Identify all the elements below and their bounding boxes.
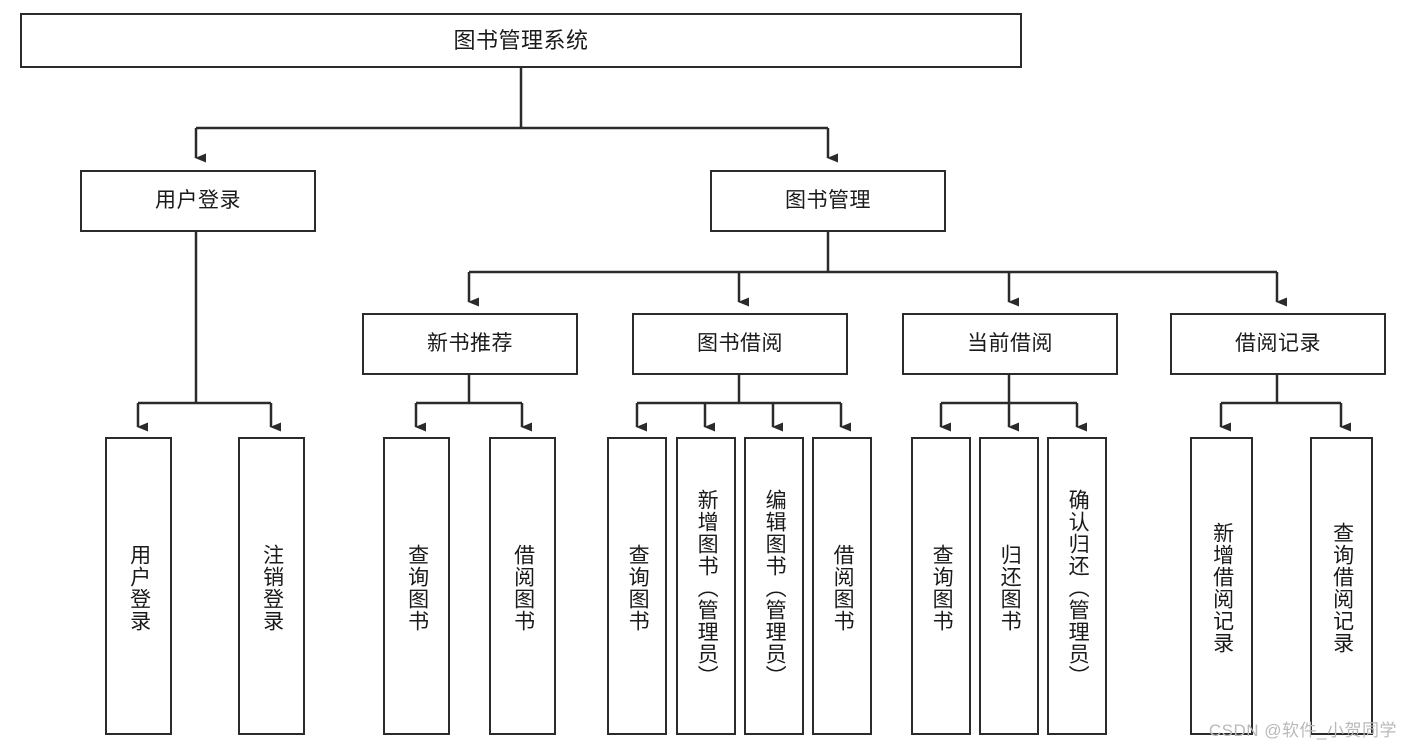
- node-book-borrow[interactable]: 图书借阅: [632, 313, 848, 375]
- csdn-watermark: CSDN @软件_小贺同学: [1208, 721, 1397, 740]
- node-leaf-add-borrow-record[interactable]: 新增借阅记录: [1190, 437, 1253, 735]
- node-leaf-borrow-book-recommend-label: 借阅图书: [511, 544, 535, 632]
- node-leaf-user-login[interactable]: 用户登录: [105, 437, 172, 735]
- node-leaf-return-book-label: 归还图书: [998, 544, 1022, 632]
- node-book-borrow-label: 图书借阅: [697, 331, 783, 355]
- node-leaf-logout[interactable]: 注销登录: [238, 437, 305, 735]
- node-user-login[interactable]: 用户登录: [80, 170, 316, 232]
- node-leaf-borrow-book-recommend[interactable]: 借阅图书: [489, 437, 556, 735]
- node-borrow-record-label: 借阅记录: [1235, 331, 1321, 355]
- node-book-manage-label: 图书管理: [785, 188, 871, 212]
- node-leaf-return-book[interactable]: 归还图书: [979, 437, 1039, 735]
- node-leaf-query-borrow-record[interactable]: 查询借阅记录: [1310, 437, 1373, 735]
- node-leaf-user-login-label: 用户登录: [127, 544, 151, 632]
- node-current-borrow[interactable]: 当前借阅: [902, 313, 1118, 375]
- node-leaf-borrow-book[interactable]: 借阅图书: [812, 437, 872, 735]
- node-leaf-query-book-current-label: 查询图书: [930, 544, 954, 632]
- node-leaf-borrow-book-label: 借阅图书: [831, 544, 855, 632]
- node-leaf-edit-book-admin-label: 编辑图书（管理员）: [763, 489, 787, 687]
- node-leaf-add-book-admin[interactable]: 新增图书（管理员）: [676, 437, 736, 735]
- node-root-system[interactable]: 图书管理系统: [20, 13, 1022, 68]
- node-leaf-add-borrow-record-label: 新增借阅记录: [1210, 522, 1234, 654]
- node-root-system-label: 图书管理系统: [453, 27, 589, 53]
- node-leaf-confirm-return-admin-label: 确认归还（管理员）: [1066, 489, 1090, 687]
- node-new-book-recommend[interactable]: 新书推荐: [362, 313, 578, 375]
- node-leaf-query-book[interactable]: 查询图书: [607, 437, 667, 735]
- node-new-book-recommend-label: 新书推荐: [427, 331, 513, 355]
- node-leaf-query-borrow-record-label: 查询借阅记录: [1330, 522, 1354, 654]
- node-borrow-record[interactable]: 借阅记录: [1170, 313, 1386, 375]
- node-leaf-query-book-recommend[interactable]: 查询图书: [383, 437, 450, 735]
- node-leaf-query-book-recommend-label: 查询图书: [405, 544, 429, 632]
- node-leaf-add-book-admin-label: 新增图书（管理员）: [695, 489, 719, 687]
- node-leaf-edit-book-admin[interactable]: 编辑图书（管理员）: [744, 437, 804, 735]
- node-book-manage[interactable]: 图书管理: [710, 170, 946, 232]
- node-leaf-query-book-current[interactable]: 查询图书: [911, 437, 971, 735]
- node-leaf-query-book-label: 查询图书: [626, 544, 650, 632]
- node-current-borrow-label: 当前借阅: [967, 331, 1053, 355]
- node-leaf-confirm-return-admin[interactable]: 确认归还（管理员）: [1047, 437, 1107, 735]
- node-user-login-label: 用户登录: [155, 188, 241, 212]
- node-leaf-logout-label: 注销登录: [260, 544, 284, 632]
